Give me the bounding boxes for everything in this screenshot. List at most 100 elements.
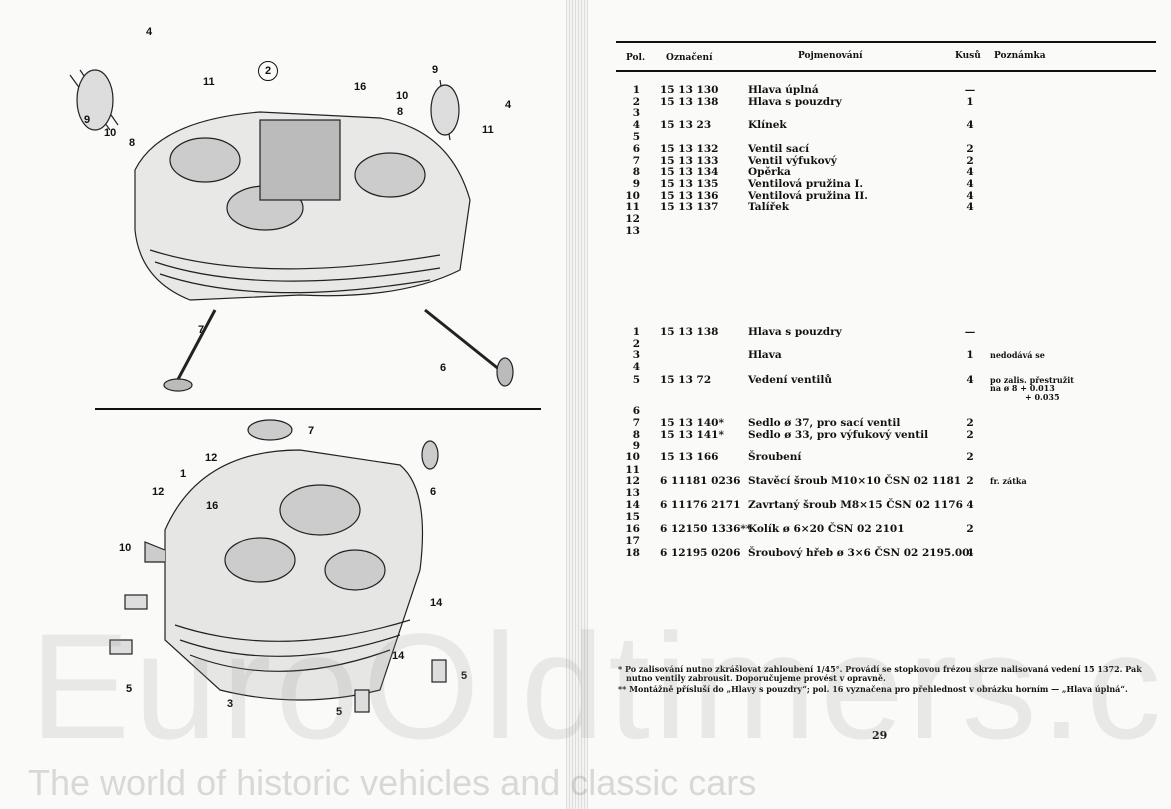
callout-label: 3 [227,698,234,710]
part-position: 8 [632,429,640,441]
parts-row: 11 [588,464,1171,476]
part-quantity: 4 [966,190,974,202]
callout-label: 4 [146,26,153,38]
part-quantity: 2 [966,523,974,535]
callout-label: 14 [430,597,443,609]
part-position: 15 [625,511,640,523]
part-quantity: 2 [966,417,974,429]
callout-label: 9 [84,114,91,126]
part-name: Kolík ø 6×20 ČSN 02 2101 [748,523,905,535]
part-quantity: 1 [966,96,974,108]
callout-label: 6 [440,362,447,374]
part-position: 18 [625,547,640,559]
part-code: 15 13 166 [660,451,719,463]
part-position: 10 [625,190,640,202]
part-position: 9 [632,178,640,190]
part-code: 6 11181 0236 [660,475,741,487]
part-code: 15 13 130 [660,84,719,96]
part-position: 11 [625,464,640,476]
part-note: po zalis. přestružit [990,375,1074,385]
callout-label: 16 [206,500,219,512]
callout-label: 7 [198,324,205,336]
part-position: 3 [632,349,640,361]
part-code: 15 13 132 [660,143,719,155]
callout-label: 16 [354,81,367,93]
parts-row: 12 6 11181 0236 Stavěcí šroub M10×10 ČSN 0… [588,475,1171,487]
callout-label: 10 [396,90,409,102]
footnote-double-star: ** Montážně přísluší do „Hlavy s pouzdry… [618,684,1128,694]
part-name: Talířek [748,201,790,213]
part-position: 13 [625,487,640,499]
part-position: 12 [625,475,640,487]
parts-row: 13 [588,487,1171,499]
part-name: Šroubení [748,451,802,463]
part-name: Stavěcí šroub M10×10 ČSN 02 1181 [748,475,962,487]
part-position: 2 [632,338,640,350]
part-quantity: 4 [966,178,974,190]
part-position: 7 [632,417,640,429]
part-code: 6 11176 2171 [660,499,741,511]
part-name: Hlava s pouzdry [748,326,842,338]
part-position: 1 [632,84,640,96]
part-code: 15 13 134 [660,166,719,178]
footnote-star: * Po zalisování nutno zkrášlovat zahloub… [618,664,1142,683]
figure-divider [95,408,541,410]
part-position: 5 [632,131,640,143]
part-quantity: 2 [966,143,974,155]
part-quantity: — [964,84,976,96]
callout-label: 5 [126,683,133,695]
part-position: 8 [632,166,640,178]
header-code: Označení [666,53,713,63]
cylinder-head-top-illustration [69,69,514,392]
parts-row: 9 [588,440,1171,452]
part-position: 11 [625,201,640,213]
callout-label: 5 [336,706,343,718]
parts-row: 4 [588,361,1171,373]
note-tolerance-line: na ø 8 + 0.013 [990,383,1055,393]
callout-label: 5 [461,670,468,682]
part-code: 15 13 72 [660,374,712,386]
part-note: fr. zátka [990,476,1027,486]
part-position: 6 [632,143,640,155]
part-name: Zavrtaný šroub M8×15 ČSN 02 1176 [748,499,963,511]
header-name: Pojmenování [798,51,863,61]
callout-label: 12 [152,486,165,498]
part-code: 15 13 135 [660,178,719,190]
part-position: 13 [625,225,640,237]
part-name: Šroubový hřeb ø 3×6 ČSN 02 2195.00 [748,547,970,559]
part-name: Sedlo ø 37, pro sací ventil [748,417,901,429]
part-position: 12 [625,213,640,225]
callout-label: 7 [308,425,315,437]
part-name: Hlava úplná [748,84,819,96]
part-quantity: 2 [966,155,974,167]
part-position: 16 [625,523,640,535]
part-quantity: 4 [966,119,974,131]
parts-row: 5 [588,131,1171,143]
part-name: Opěrka [748,166,791,178]
part-code: 15 13 137 [660,201,719,213]
part-position: 2 [632,96,640,108]
part-quantity: 2 [966,429,974,441]
header-pos: Pol. [626,53,646,63]
part-position: 3 [632,107,640,119]
callout-label: 11 [203,76,215,88]
part-quantity: 2 [966,451,974,463]
callout-label: 4 [505,99,512,111]
callout-label: 14 [392,650,405,662]
part-position: 1 [632,326,640,338]
part-code: 6 12150 1336** [660,523,752,535]
callout-label: 11 [482,124,494,136]
callout-label: 8 [129,137,136,149]
